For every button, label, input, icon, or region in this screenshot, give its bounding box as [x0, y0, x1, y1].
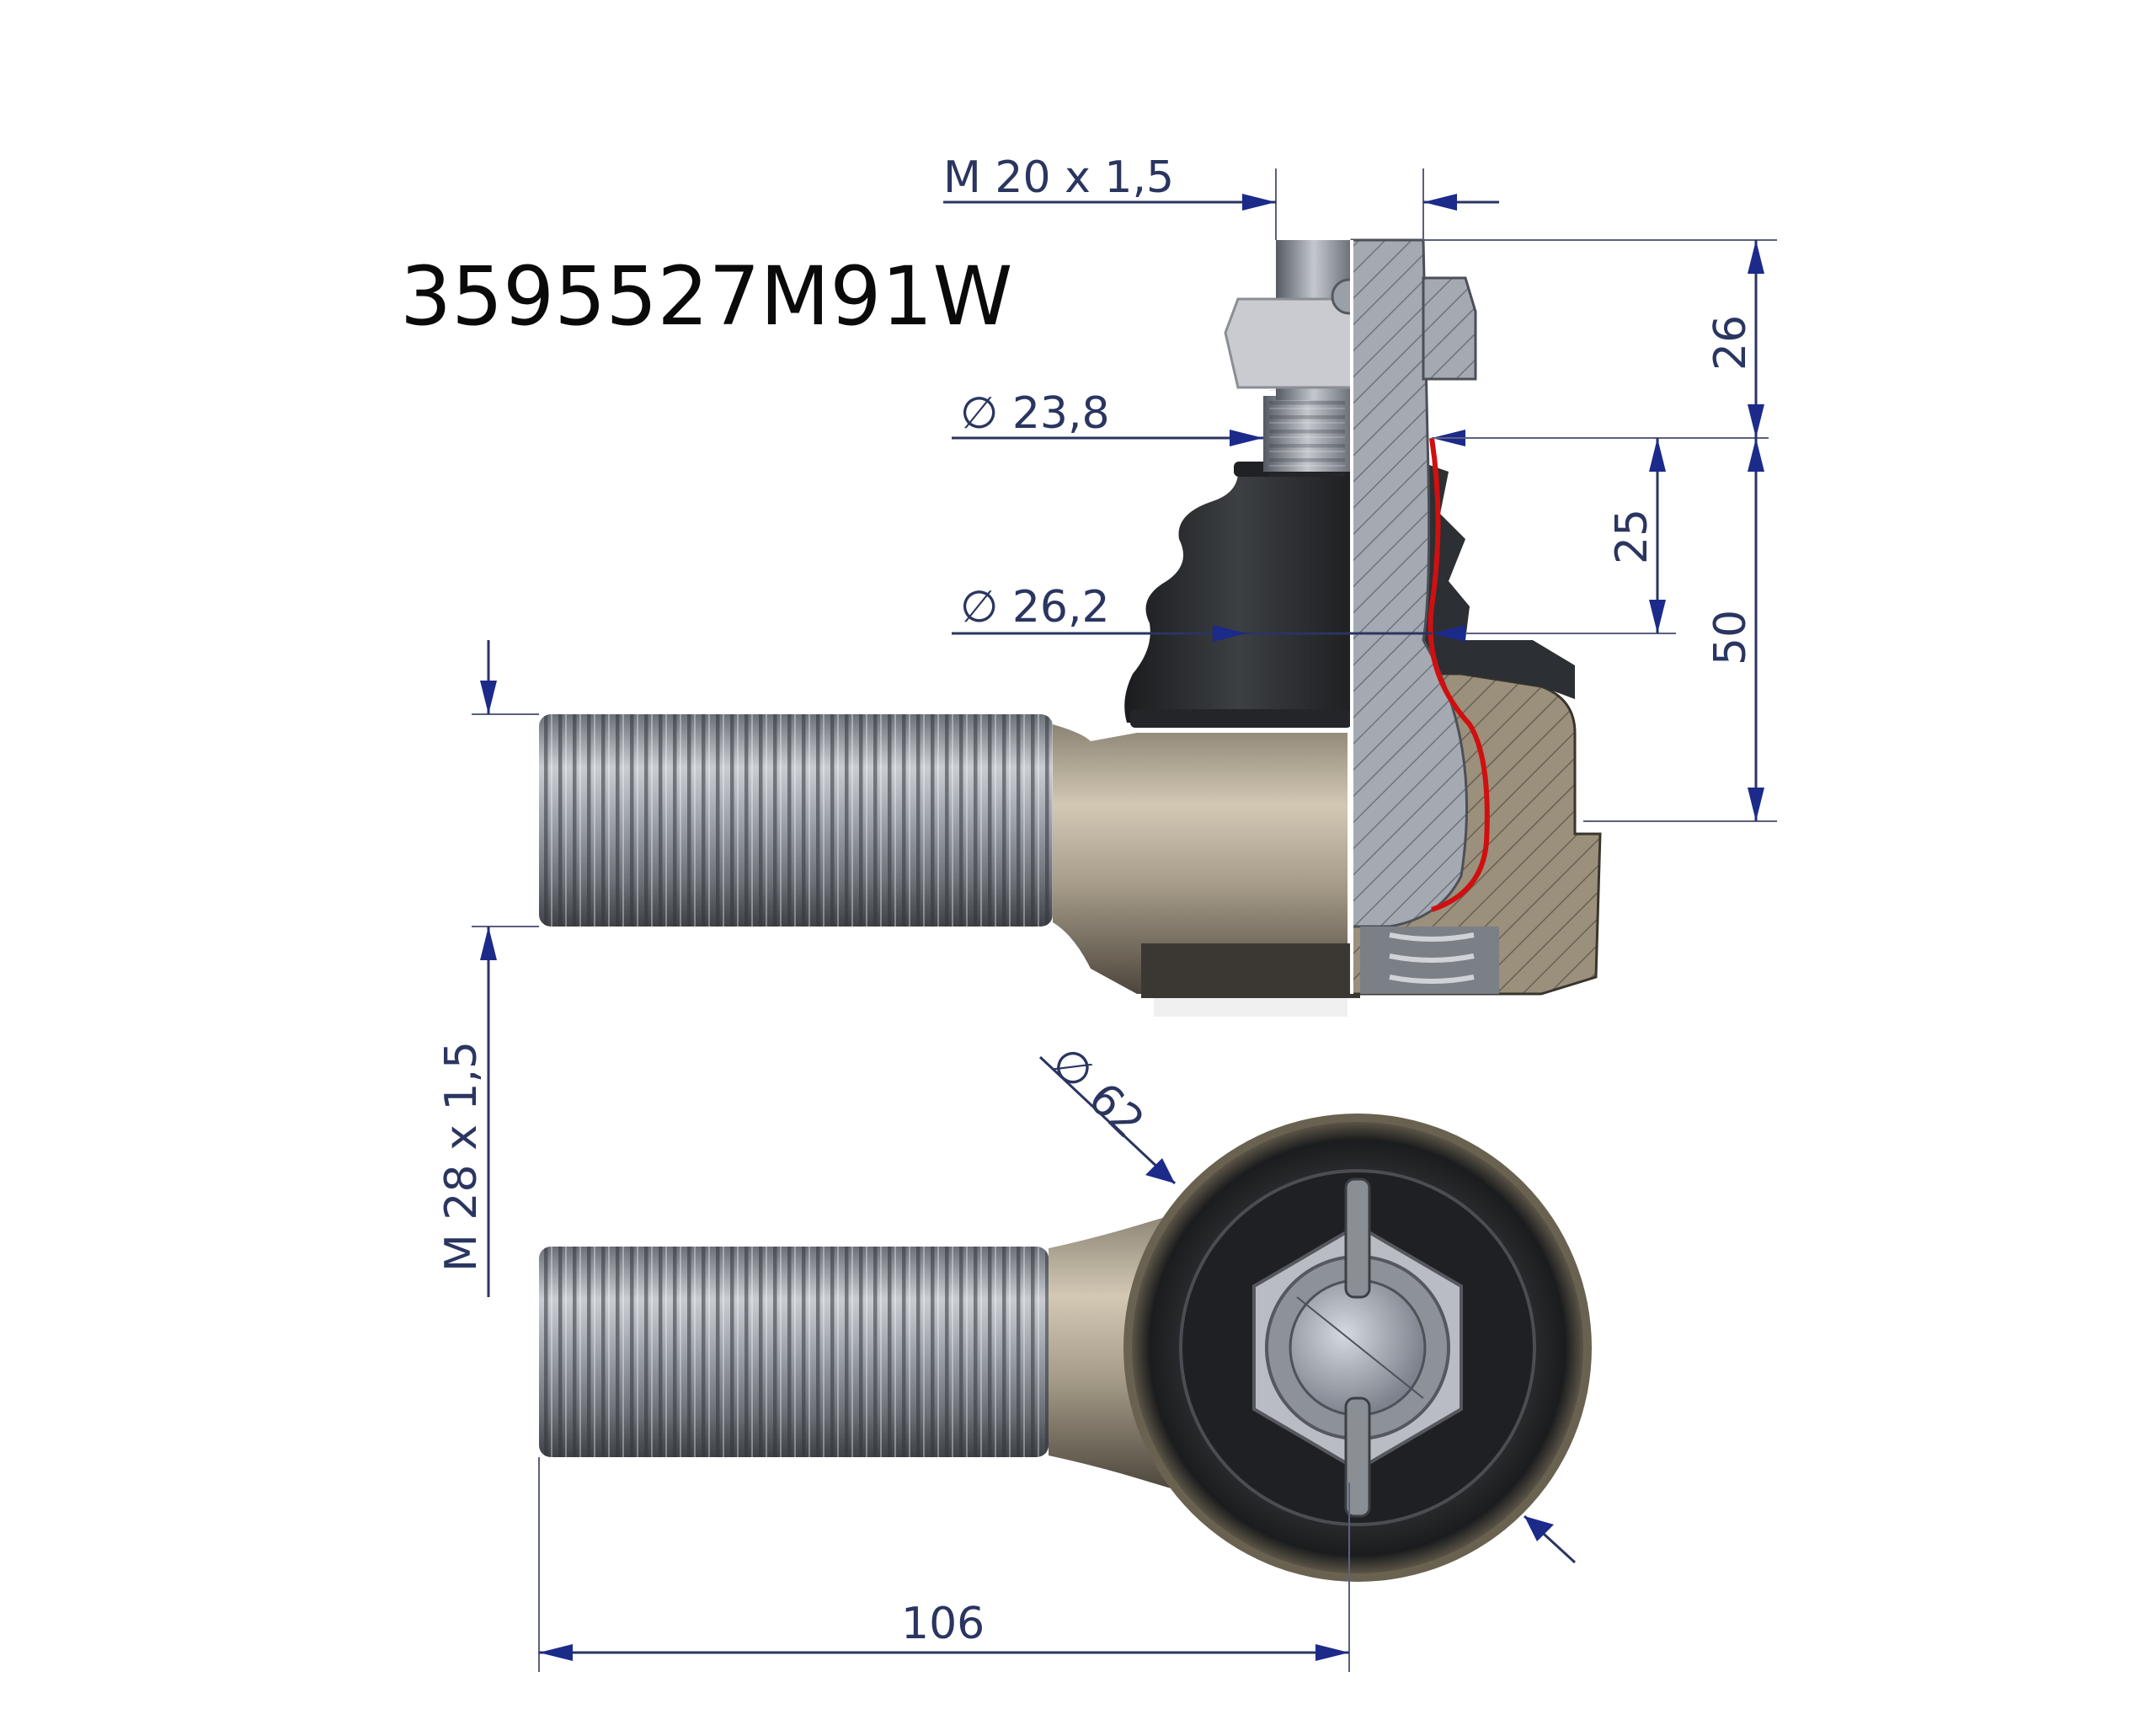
- cross-section: [1350, 238, 1602, 996]
- rubber-boot: [1124, 462, 1352, 728]
- ball-joint-eye: [1123, 1114, 1592, 1582]
- height-top-label: 26: [1705, 315, 1756, 371]
- thread-shank-label: M 28 x 1,5: [436, 1041, 487, 1272]
- threaded-shank-top: [539, 1247, 1049, 1457]
- length-label: 106: [901, 1599, 985, 1649]
- dia-boot-label: ∅ 26,2: [960, 582, 1110, 633]
- dimension-lines: [472, 168, 1777, 1672]
- height-total-label: 50: [1705, 610, 1756, 665]
- thread-top-label: M 20 x 1,5: [943, 152, 1174, 203]
- side-view: [539, 238, 1602, 1017]
- housing-side: [1053, 724, 1360, 1017]
- dia-upper-label: ∅ 23,8: [960, 388, 1110, 439]
- threaded-shank-side: [539, 714, 1053, 927]
- part-number: 3595527M91W: [400, 249, 1012, 344]
- stud-top: [1224, 240, 1368, 478]
- dia-eye-label: ∅ 62: [1041, 1037, 1154, 1148]
- top-view: [539, 1114, 1592, 1582]
- height-mid-label: 25: [1607, 509, 1657, 564]
